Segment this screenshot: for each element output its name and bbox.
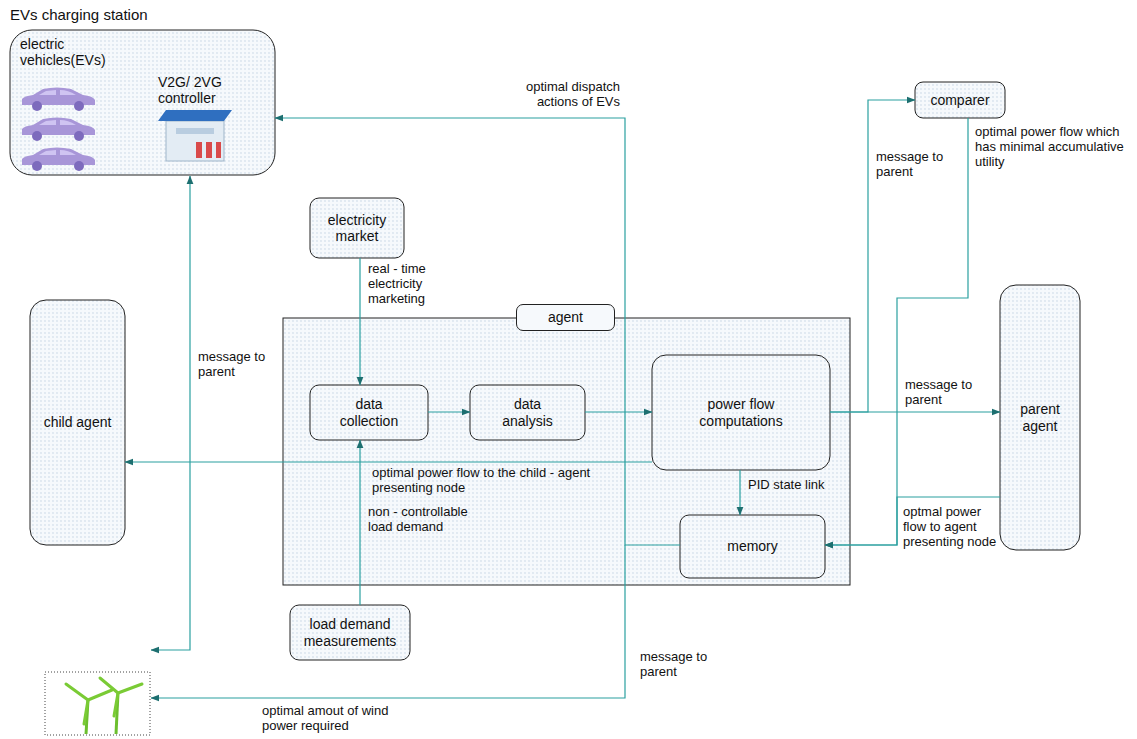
node-title: parent agent xyxy=(1010,401,1070,433)
edge-label: optimal dispatch actions of EVs xyxy=(520,80,620,110)
station-window xyxy=(176,128,214,134)
node-title: electricity market xyxy=(317,212,397,244)
turbine-blades xyxy=(66,684,112,724)
node-outline xyxy=(10,30,275,175)
wind-power-line xyxy=(151,545,625,698)
node-title: EVs charging station xyxy=(10,6,148,23)
edge-label: PID state link xyxy=(748,478,848,493)
connector xyxy=(739,470,740,515)
line-label: optimal amout of wind power required xyxy=(262,704,412,734)
node-text: V2G/ 2VG controller xyxy=(158,74,238,106)
connector xyxy=(275,118,680,545)
edge-label: message to parent xyxy=(905,378,995,408)
node-title: data analysis xyxy=(488,396,568,428)
edge-label: real - time electricity marketing xyxy=(368,262,446,307)
charger-pump xyxy=(216,142,221,158)
node-outline xyxy=(30,300,125,545)
edge-label: non - controllable load demand xyxy=(368,505,493,535)
node-outline xyxy=(680,515,825,578)
connector xyxy=(359,440,360,605)
node-outline xyxy=(1000,285,1080,550)
node-title: comparer xyxy=(930,92,989,108)
node-title: data collection xyxy=(329,396,409,428)
node-text: electric vehicles(EVs) xyxy=(20,36,120,68)
turbine-blades xyxy=(100,678,142,716)
charging-station-icon xyxy=(158,110,232,161)
node-box: child agent xyxy=(30,300,125,545)
node-title: load demand measurements xyxy=(300,616,400,648)
node-outline xyxy=(652,355,830,470)
node-box: memory xyxy=(680,515,825,578)
connector xyxy=(428,411,470,412)
node-box: EVs charging stationelectric vehicles(EV… xyxy=(10,30,275,175)
car-icon xyxy=(22,88,95,112)
edge-label: optimal power flow to the child - agent … xyxy=(372,466,617,496)
node-box: electricity market xyxy=(310,198,404,258)
charger-pump xyxy=(206,142,212,158)
node-box: load demand measurements xyxy=(290,605,410,660)
node-title: memory xyxy=(727,538,778,554)
node-box: power flow computations xyxy=(652,355,830,470)
station-roof xyxy=(158,110,232,121)
node-box: data collection xyxy=(310,385,428,440)
node-title: power flow computations xyxy=(681,396,801,428)
car-icon xyxy=(22,148,95,172)
connector xyxy=(359,258,360,385)
node-title: child agent xyxy=(44,414,112,430)
node-outline xyxy=(470,385,585,440)
wind-turbines xyxy=(45,672,150,735)
turbine-frame xyxy=(45,672,150,735)
charger-pump xyxy=(196,142,202,158)
node-box: agentdata collectiondata analysispower f… xyxy=(283,318,850,585)
ev-cars xyxy=(22,88,95,172)
node-outline xyxy=(290,605,410,660)
connector xyxy=(830,100,915,412)
connector xyxy=(825,118,968,545)
node-box: parent agent xyxy=(1000,285,1080,550)
node-box: comparer xyxy=(915,82,1005,118)
edge-label: message to parent xyxy=(876,150,946,180)
node-box: data analysis xyxy=(470,385,585,440)
connector xyxy=(125,461,652,462)
line-label: message to parent xyxy=(198,350,268,380)
node-outline xyxy=(310,198,404,258)
turbine-message-line xyxy=(151,176,190,650)
car-icon xyxy=(22,118,95,142)
node-outline xyxy=(283,318,850,585)
node-outline xyxy=(915,82,1005,118)
connector xyxy=(585,411,652,412)
edge-label: optimal power flow which has minimal acc… xyxy=(975,125,1130,170)
node-title: agent xyxy=(516,304,615,331)
node-outline xyxy=(310,385,428,440)
edge-label: optmal power flow to agent presenting no… xyxy=(903,505,998,550)
line-label: message to parent xyxy=(640,650,712,680)
station-building xyxy=(166,121,224,161)
